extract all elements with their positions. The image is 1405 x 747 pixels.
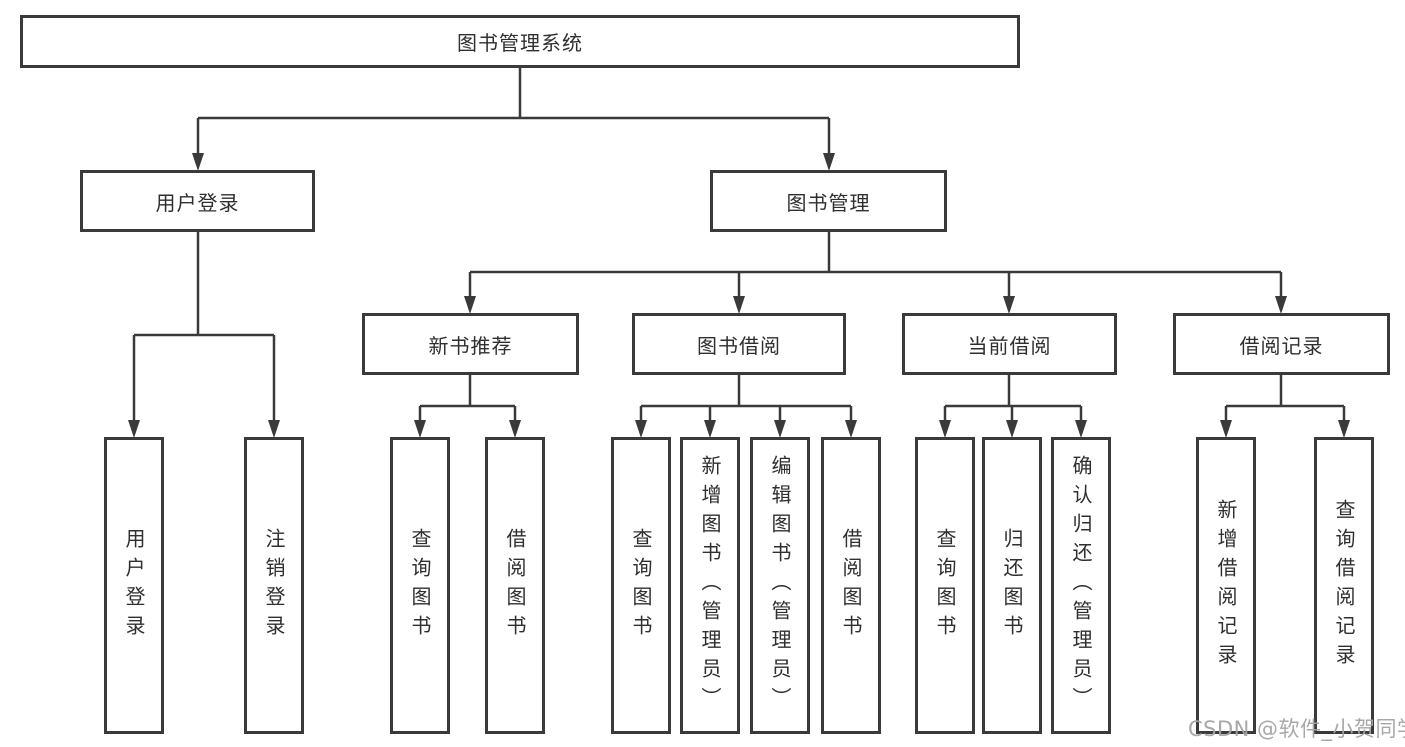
arrow-down-icon [268,420,280,438]
arrow-down-icon [1220,420,1232,438]
arrow-down-icon [192,153,204,171]
node-library-management-system: 图书管理系统 [20,15,1020,68]
node-book-borrowing: 图书借阅 [632,313,846,375]
arrow-down-icon [733,296,745,314]
node-book-management: 图书管理 [710,170,947,232]
node-new-book-recommendation: 新书推荐 [362,313,579,375]
arrow-down-icon [414,420,426,438]
leaf-borrow-books-recommend: 借阅图书 [485,437,545,734]
leaf-borrow-books: 借阅图书 [821,437,881,734]
arrow-down-icon [704,420,716,438]
arrow-down-icon [464,296,476,314]
arrow-down-icon [774,420,786,438]
node-borrowing-records: 借阅记录 [1173,313,1390,375]
arrow-down-icon [823,153,835,171]
leaf-confirm-return-admin: 确认归还（管理员） [1051,437,1111,734]
leaf-add-book-admin: 新增图书（管理员） [680,437,740,734]
leaf-query-books-current: 查询图书 [915,437,975,734]
arrow-down-icon [1006,420,1018,438]
arrow-down-icon [509,420,521,438]
csdn-watermark: CSDN @软件_小贺同学 [1188,717,1405,741]
arrow-down-icon [1275,296,1287,314]
node-user-login: 用户登录 [80,170,315,232]
arrow-down-icon [845,420,857,438]
arrow-down-icon [1003,296,1015,314]
leaf-add-borrow-record: 新增借阅记录 [1196,437,1256,734]
leaf-logout: 注销登录 [244,437,304,734]
leaf-edit-book-admin: 编辑图书（管理员） [750,437,810,734]
leaf-query-borrow-record: 查询借阅记录 [1314,437,1374,734]
node-current-borrowing: 当前借阅 [902,313,1117,375]
leaf-query-books-borrow: 查询图书 [611,437,671,734]
arrow-down-icon [635,420,647,438]
arrow-down-icon [1338,420,1350,438]
tree-edges [132,68,1346,432]
leaf-user-login: 用户登录 [104,437,164,734]
arrow-down-icon [128,420,140,438]
leaf-query-books-recommend: 查询图书 [390,437,450,734]
arrow-down-icon [1075,420,1087,438]
leaf-return-books: 归还图书 [982,437,1042,734]
arrow-down-icon [939,420,951,438]
